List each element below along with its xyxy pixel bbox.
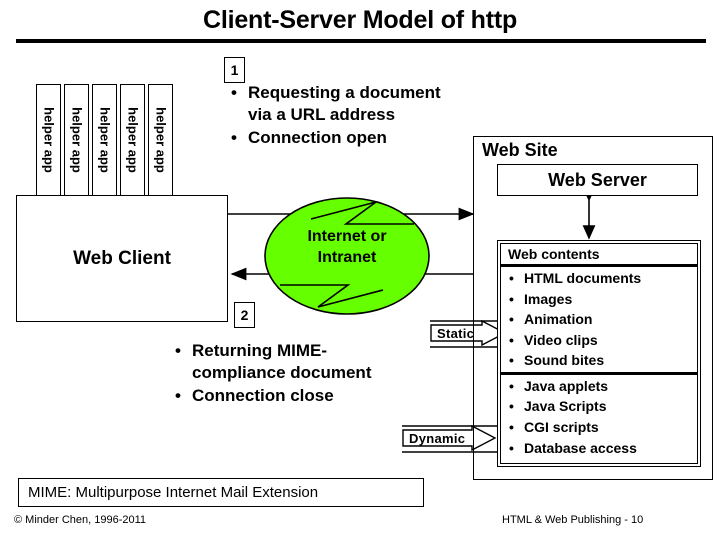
bullet-line: Connection open: [248, 127, 387, 147]
bullet-dot-icon: •: [175, 341, 181, 360]
dynamic-callout-label: Dynamic: [409, 430, 466, 446]
web-contents-header: Web contents: [501, 244, 697, 267]
list-item-label: Sound bites: [524, 352, 605, 369]
list-item: • HTML documents: [501, 268, 697, 289]
list-item: • CGI scripts: [501, 417, 697, 438]
title-divider: [16, 39, 706, 43]
footer-copyright: © Minder Chen, 1996-2011: [14, 514, 147, 526]
bullet-dot-icon: •: [509, 290, 514, 307]
web-client-box: Web Client: [16, 195, 228, 322]
list-item-label: HTML documents: [524, 270, 642, 286]
bullet-line: compliance document: [192, 363, 372, 383]
bullet-dot-icon: •: [231, 83, 237, 102]
bullet-dot-icon: •: [509, 419, 514, 436]
mime-note-box: MIME: Multipurpose Internet Mail Extensi…: [18, 478, 424, 507]
bullet-dot-icon: •: [509, 439, 514, 456]
helper-app-box: helper app: [148, 84, 173, 196]
helper-app-label: helper app: [125, 107, 140, 173]
bullet-line: Requesting a document: [248, 83, 441, 102]
list-item-label: CGI scripts: [524, 419, 599, 436]
bullet-item: • Requesting a document via a URL addres…: [231, 82, 481, 127]
helper-app-label: helper app: [41, 107, 56, 173]
bullet-item: • Returning MIME- compliance document: [175, 340, 475, 385]
dynamic-callout-arrow: Dynamic: [402, 424, 497, 452]
bullet-item: • Connection close: [175, 385, 475, 407]
bullet-dot-icon: •: [231, 127, 237, 147]
web-contents-box: Web contents • HTML documents • Images •…: [497, 240, 701, 467]
bullet-line: Connection close: [192, 385, 334, 405]
footer-source: HTML & Web Publishing - 10: [502, 514, 644, 526]
bullet-dot-icon: •: [509, 270, 514, 286]
helper-app-box: helper app: [64, 84, 89, 196]
web-client-label: Web Client: [73, 247, 171, 269]
web-contents-dynamic-group: • Java applets • Java Scripts • CGI scri…: [501, 375, 697, 459]
web-site-title: Web Site: [482, 140, 558, 160]
list-item: • Java Scripts: [501, 396, 697, 417]
helper-app-label: helper app: [153, 107, 168, 173]
bullet-dot-icon: •: [509, 398, 514, 415]
list-item: • Java applets: [501, 376, 697, 397]
helper-app-box: helper app: [120, 84, 145, 196]
bullet-dot-icon: •: [509, 352, 514, 369]
bullet-dot-icon: •: [509, 377, 514, 394]
list-item: • Database access: [501, 438, 697, 459]
list-item-label: Video clips: [524, 331, 598, 348]
page-title: Client-Server Model of http: [202, 6, 518, 34]
step-badge-2: 2: [234, 302, 255, 328]
bullet-dot-icon: •: [175, 385, 181, 405]
request-bullet-list: • Requesting a document via a URL addres…: [231, 82, 481, 149]
web-server-label: Web Server: [548, 169, 647, 190]
list-item-label: Animation: [524, 311, 593, 328]
step-badge-1: 1: [224, 57, 245, 83]
helper-app-label: helper app: [97, 107, 112, 173]
web-site-box: [473, 136, 713, 480]
helper-app-row: helper app helper app helper app helper …: [36, 84, 173, 196]
static-callout-label: Static: [437, 325, 475, 341]
list-item: • Animation: [501, 309, 697, 330]
static-callout-arrow: Static: [430, 319, 507, 347]
bullet-line: via a URL address: [248, 105, 396, 125]
web-server-box: Web Server: [497, 164, 698, 196]
bullet-dot-icon: •: [509, 331, 514, 348]
list-item-label: Java Scripts: [524, 398, 607, 415]
bullet-dot-icon: •: [509, 311, 514, 328]
helper-app-box: helper app: [92, 84, 117, 196]
list-item: • Sound bites: [501, 350, 697, 371]
helper-app-label: helper app: [69, 107, 84, 173]
return-bullet-list: • Returning MIME- compliance document • …: [175, 340, 475, 407]
web-contents-static-group: • HTML documents • Images • Animation • …: [501, 267, 697, 375]
internet-cloud-shape: Internet or Intranet: [264, 197, 430, 315]
helper-app-box: helper app: [36, 84, 61, 196]
bullet-line: Returning MIME-: [192, 341, 328, 360]
list-item: • Images: [501, 289, 697, 310]
list-item-label: Java applets: [524, 377, 609, 394]
list-item: • Video clips: [501, 330, 697, 351]
bullet-item: • Connection open: [231, 127, 481, 149]
list-item-label: Images: [524, 290, 573, 307]
list-item-label: Database access: [524, 439, 637, 456]
